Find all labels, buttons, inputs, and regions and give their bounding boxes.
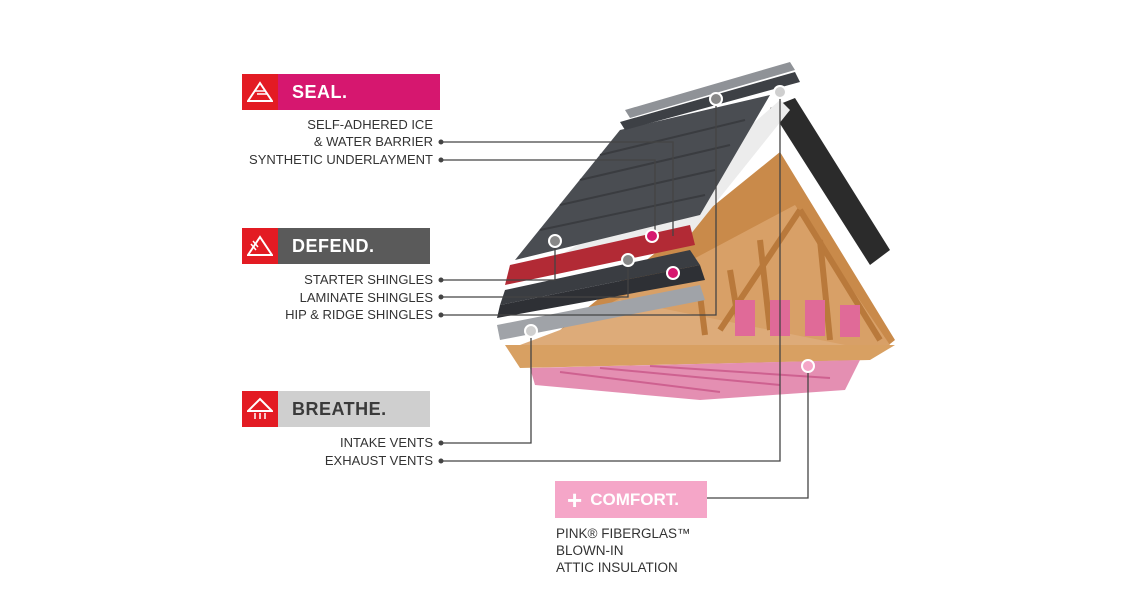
exhaust-vent xyxy=(625,62,795,118)
starter-shingles xyxy=(500,250,700,305)
roof-seal-icon xyxy=(242,74,278,110)
comfort-line-3: ATTIC INSULATION xyxy=(556,560,678,575)
comfort-title: COMFORT. xyxy=(590,489,679,509)
comfort-line-2: BLOWN-IN xyxy=(556,543,624,558)
comfort-description: PINK® FIBERGLAS™ BLOWN-IN ATTIC INSULATI… xyxy=(556,525,690,576)
seal-title: SEAL. xyxy=(278,74,440,110)
breathe-title: BREATHE. xyxy=(278,391,430,427)
plus-icon: + xyxy=(567,484,583,515)
ceiling-joists xyxy=(505,345,895,368)
roof-breathe-icon xyxy=(242,391,278,427)
laminate-shingles xyxy=(497,265,705,318)
breathe-header: BREATHE. xyxy=(242,391,430,427)
breathe-callout-1: INTAKE VENTS xyxy=(340,435,433,450)
insulation-texture xyxy=(559,365,831,393)
back-roof-plane xyxy=(770,98,890,265)
defend-callout-3: HIP & RIDGE SHINGLES xyxy=(285,307,433,322)
defend-callout-1: STARTER SHINGLES xyxy=(304,272,433,287)
truss-members xyxy=(697,208,883,342)
breathe-callout-2: EXHAUST VENTS xyxy=(324,453,433,468)
seal-callout-3: SYNTHETIC UNDERLAYMENT xyxy=(249,152,433,167)
leader-lines xyxy=(441,92,809,499)
seal-callout-2: & WATER BARRIER xyxy=(313,134,433,149)
callout-dots xyxy=(524,85,815,373)
defend-title: DEFEND. xyxy=(278,228,430,264)
defend-callout-2: LAMINATE SHINGLES xyxy=(299,290,433,305)
comfort-header: + COMFORT. xyxy=(555,481,707,518)
seal-callout-1: SELF-ADHERED ICE xyxy=(307,117,433,132)
seal-header: SEAL. xyxy=(242,74,440,110)
shingle-field xyxy=(515,95,770,260)
roof-defend-icon xyxy=(242,228,278,264)
defend-header: DEFEND. xyxy=(242,228,430,264)
comfort-line-1: PINK® FIBERGLAS™ xyxy=(556,526,691,541)
intake-vent xyxy=(497,285,705,340)
leader-endpoints xyxy=(438,139,444,464)
